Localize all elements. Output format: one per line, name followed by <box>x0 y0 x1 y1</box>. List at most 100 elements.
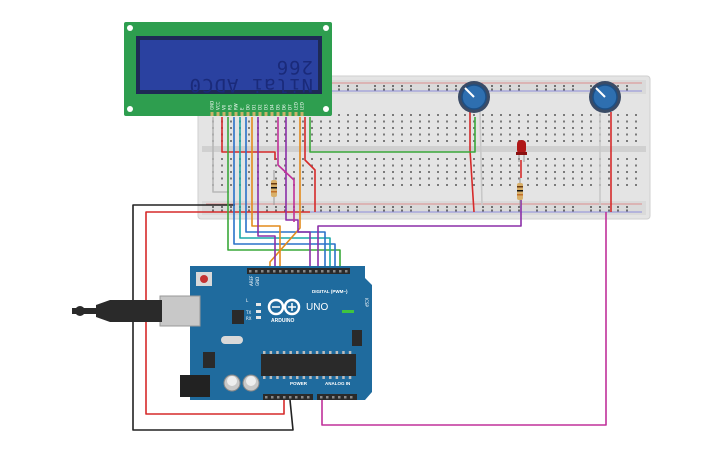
analog-pin[interactable] <box>320 396 323 399</box>
usb-cable-plug <box>110 300 162 322</box>
l-label: L <box>246 298 249 303</box>
icsp-label: ICSP <box>364 298 369 308</box>
analog-pin[interactable] <box>326 396 329 399</box>
power-jack <box>180 375 210 397</box>
board-brand: ARDUINO <box>271 318 294 324</box>
digital-pin[interactable] <box>255 270 258 273</box>
aref-label: AREF <box>249 275 254 286</box>
lcd-pin[interactable] <box>246 112 250 116</box>
arduino-logo <box>267 298 301 316</box>
analog-pin[interactable] <box>350 396 353 399</box>
digital-pin[interactable] <box>309 270 312 273</box>
atmega-chip <box>261 354 356 376</box>
wire-magenta-1[interactable] <box>277 117 295 222</box>
lcd-pin-label: V0 <box>222 104 227 110</box>
lcd-pin[interactable] <box>222 112 226 116</box>
digital-header-label: DIGITAL (PWM~) <box>312 289 348 294</box>
digital-pin[interactable] <box>321 270 324 273</box>
icsp-header <box>352 330 362 346</box>
lcd-pin-label: GND <box>210 101 215 110</box>
wire-gnd-main[interactable] <box>132 204 294 431</box>
wire-green-d[interactable] <box>227 117 341 275</box>
tx-label: TX <box>245 310 251 315</box>
lcd-pin-label: D0 <box>246 104 251 110</box>
power-pin[interactable] <box>301 396 304 399</box>
wire-teal-1[interactable] <box>239 117 331 275</box>
power-pin[interactable] <box>295 396 298 399</box>
lcd-pin[interactable] <box>294 112 298 116</box>
wire-red-pot1[interactable] <box>469 112 475 213</box>
power-pin[interactable] <box>289 396 292 399</box>
lcd-pin-label: D7 <box>288 104 293 110</box>
digital-pin[interactable] <box>261 270 264 273</box>
wire-purple-1[interactable] <box>257 117 276 275</box>
analog-pin[interactable] <box>338 396 341 399</box>
power-pin[interactable] <box>283 396 286 399</box>
lcd-pin-label: RW <box>234 103 239 110</box>
lcd-pin[interactable] <box>228 112 232 116</box>
wire-purple-2[interactable] <box>285 117 311 275</box>
power-pin[interactable] <box>307 396 310 399</box>
power-pin[interactable] <box>277 396 280 399</box>
lcd-pin[interactable] <box>282 112 286 116</box>
lcd-pin[interactable] <box>264 112 268 116</box>
arduino-uno-board: UNO ARDUINO DIGITAL (PWM~) ANALOG IN POW… <box>72 266 372 400</box>
digital-pin[interactable] <box>291 270 294 273</box>
lcd-pin[interactable] <box>252 112 256 116</box>
potentiometer-contrast[interactable] <box>458 81 490 113</box>
usb-port <box>159 295 201 327</box>
lcd-screen <box>140 40 318 90</box>
rx-label: RX <box>246 316 252 321</box>
power-pin[interactable] <box>271 396 274 399</box>
analog-header-label: ANALOG IN <box>325 381 350 386</box>
digital-pin[interactable] <box>285 270 288 273</box>
potentiometer-adc[interactable] <box>589 81 621 113</box>
lcd-pin[interactable] <box>270 112 274 116</box>
lcd-pin-label: D1 <box>252 104 257 110</box>
lcd-pin[interactable] <box>234 112 238 116</box>
resistor-lcd[interactable] <box>271 170 277 205</box>
digital-pin[interactable] <box>327 270 330 273</box>
led-red[interactable] <box>516 140 527 162</box>
wire-purple-led[interactable] <box>317 200 522 275</box>
digital-pin[interactable] <box>315 270 318 273</box>
power-header-label: POWER <box>290 381 308 386</box>
lcd-line-2: Nilai ADC0 <box>189 74 313 96</box>
gnd-label: GND <box>255 277 260 286</box>
wire-blue-1[interactable] <box>233 117 336 275</box>
lcd-pin[interactable] <box>288 112 292 116</box>
analog-pin[interactable] <box>344 396 347 399</box>
wire-5v-main[interactable] <box>145 211 310 415</box>
resistor-led[interactable] <box>517 178 523 206</box>
lcd-pin[interactable] <box>258 112 262 116</box>
lcd-pin[interactable] <box>216 112 220 116</box>
digital-pin[interactable] <box>333 270 336 273</box>
wire-gray-1[interactable] <box>212 117 229 193</box>
lcd-pin[interactable] <box>276 112 280 116</box>
wire-gray-2[interactable] <box>479 111 483 206</box>
wire-magenta-a0[interactable] <box>321 212 607 426</box>
power-pin[interactable] <box>265 396 268 399</box>
digital-pin[interactable] <box>249 270 252 273</box>
wire-blue-2[interactable] <box>245 117 326 275</box>
digital-pin[interactable] <box>279 270 282 273</box>
lcd-pin[interactable] <box>210 112 214 116</box>
lcd-pin[interactable] <box>240 112 244 116</box>
uno-pin-headers <box>247 268 362 400</box>
digital-pin[interactable] <box>339 270 342 273</box>
lcd-pin-label: RS <box>228 104 233 110</box>
lcd-pin-label: E <box>240 107 245 110</box>
wire-green-contrast[interactable] <box>309 117 476 153</box>
wire-red-lcd-2[interactable] <box>304 117 316 212</box>
digital-pin[interactable] <box>345 270 348 273</box>
digital-pin[interactable] <box>267 270 270 273</box>
lcd-pin[interactable] <box>300 112 304 116</box>
digital-pin[interactable] <box>303 270 306 273</box>
wire-red-lcd[interactable] <box>221 117 276 160</box>
analog-pin[interactable] <box>332 396 335 399</box>
digital-pin[interactable] <box>297 270 300 273</box>
lcd-pin-label: LED <box>300 102 305 110</box>
digital-pin[interactable] <box>273 270 276 273</box>
